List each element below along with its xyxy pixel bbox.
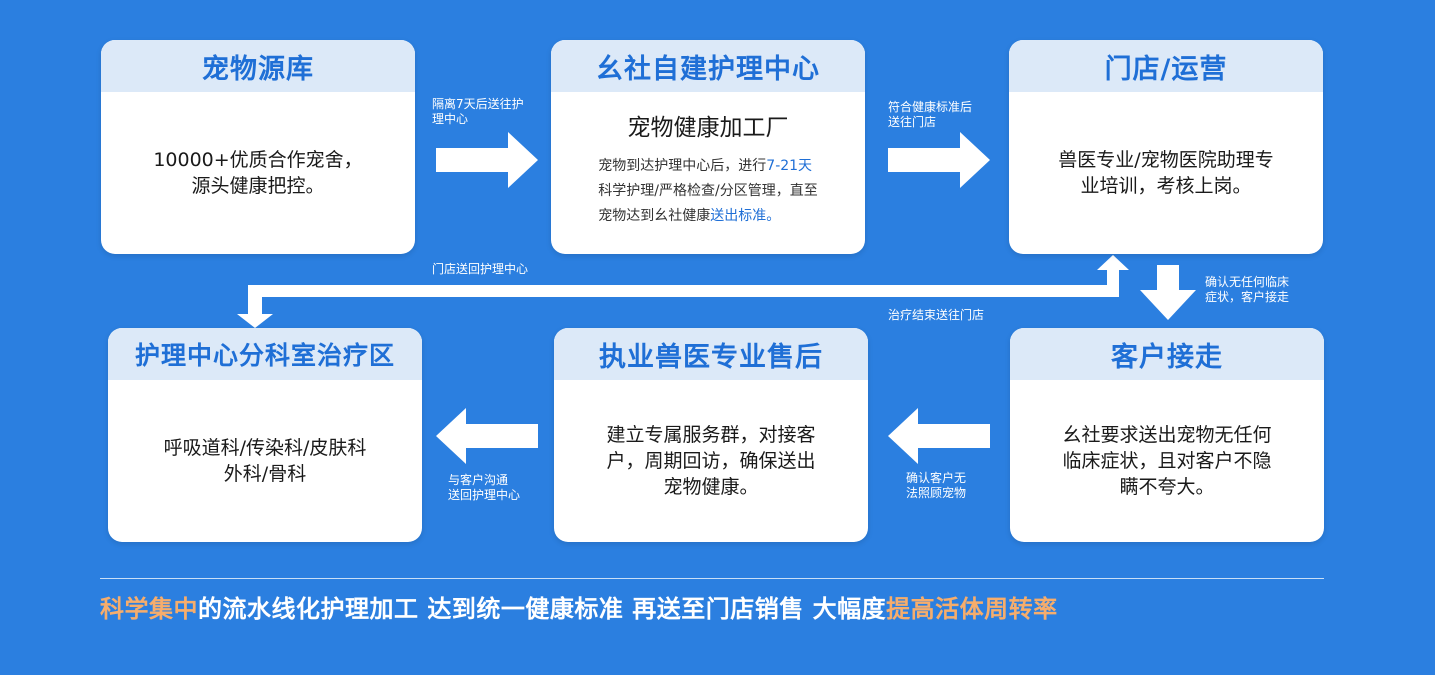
card-title: 执业兽医专业售后 <box>554 328 868 380</box>
card-pet-source: 宠物源库 10000+优质合作宠舍， 源头健康把控。 <box>101 40 415 254</box>
note-confirm-no-symptoms: 确认无任何临床 症状，客户接走 <box>1205 275 1290 304</box>
card-body: 建立专属服务群，对接客 户，周期回访，确保送出 宠物健康。 <box>554 380 868 542</box>
card-text-line: 源头健康把控。 <box>191 175 325 197</box>
return-connector <box>237 255 1129 328</box>
card-paragraph: 宠物到达护理中心后，进行7-21天 科学护理/严格检查/分区管理，直至 宠物达到… <box>598 158 818 224</box>
card-text-line: 10000+优质合作宠舍， <box>153 149 363 171</box>
card-text-line: 户，周期回访，确保送出 <box>606 450 816 472</box>
note-health-standard: 符合健康标准后 送往门店 <box>888 100 973 129</box>
card-body: 幺社要求送出宠物无任何 临床症状，且对客户不隐 瞒不夸大。 <box>1010 380 1324 542</box>
highlight-text: 送出标准。 <box>710 208 781 224</box>
card-subtitle: 宠物健康加工厂 <box>627 115 789 141</box>
footer-divider <box>100 578 1324 579</box>
card-body: 兽医专业/宠物医院助理专 业培训，考核上岗。 <box>1009 92 1323 254</box>
card-title: 幺社自建护理中心 <box>551 40 865 92</box>
card-text-line: 建立专属服务群，对接客 <box>606 424 816 446</box>
card-title: 客户接走 <box>1010 328 1324 380</box>
card-care-center: 幺社自建护理中心 宠物健康加工厂 宠物到达护理中心后，进行7-21天 科学护理/… <box>551 40 865 254</box>
card-text-line: 外科/骨科 <box>223 463 307 485</box>
footer-accent: 科学集中 <box>100 595 198 623</box>
note-cannot-care: 确认客户无 法照顾宠物 <box>906 471 967 500</box>
card-customer-pickup: 客户接走 幺社要求送出宠物无任何 临床症状，且对客户不隐 瞒不夸大。 <box>1010 328 1324 542</box>
note-communicate: 与客户沟通 送回护理中心 <box>448 473 521 502</box>
footer-slogan: 科学集中的流水线化护理加工 达到统一健康标准 再送至门店销售 大幅度提高活体周转… <box>100 589 1058 624</box>
note-return-to-center: 门店送回护理中心 <box>432 262 529 276</box>
card-store-operation: 门店/运营 兽医专业/宠物医院助理专 业培训，考核上岗。 <box>1009 40 1323 254</box>
card-body: 宠物健康加工厂 宠物到达护理中心后，进行7-21天 科学护理/严格检查/分区管理… <box>551 92 865 254</box>
card-title: 门店/运营 <box>1009 40 1323 92</box>
card-text-line: 临床症状，且对客户不隐 <box>1062 450 1272 472</box>
footer-text: 的流水线化护理加工 达到统一健康标准 再送至门店销售 大幅度 <box>198 595 887 623</box>
card-body: 呼吸道科/传染科/皮肤科 外科/骨科 <box>108 380 422 542</box>
note-quarantine: 隔离7天后送往护 理中心 <box>432 97 524 126</box>
arrow-left-2 <box>436 408 538 464</box>
card-treatment-area: 护理中心分科室治疗区 呼吸道科/传染科/皮肤科 外科/骨科 <box>108 328 422 542</box>
card-body: 10000+优质合作宠舍， 源头健康把控。 <box>101 92 415 254</box>
card-text-line: 宠物健康。 <box>663 476 759 498</box>
card-aftersale: 执业兽医专业售后 建立专属服务群，对接客 户，周期回访，确保送出 宠物健康。 <box>554 328 868 542</box>
card-title: 宠物源库 <box>101 40 415 92</box>
highlight-text: 7-21天 <box>766 158 813 174</box>
arrow-left-1 <box>888 408 990 464</box>
note-treatment-done: 治疗结束送往门店 <box>888 308 985 322</box>
card-text-line: 瞒不夸大。 <box>1119 476 1215 498</box>
card-text-line: 业培训，考核上岗。 <box>1080 175 1252 197</box>
footer-accent: 提高活体周转率 <box>886 595 1058 623</box>
arrow-right-2 <box>888 132 990 188</box>
card-text-line: 兽医专业/宠物医院助理专 <box>1058 149 1274 171</box>
card-text-line: 幺社要求送出宠物无任何 <box>1062 424 1272 446</box>
card-title: 护理中心分科室治疗区 <box>108 328 422 380</box>
card-text-line: 呼吸道科/传染科/皮肤科 <box>163 437 367 459</box>
arrow-down <box>1140 265 1196 320</box>
arrow-right-1 <box>436 132 538 188</box>
